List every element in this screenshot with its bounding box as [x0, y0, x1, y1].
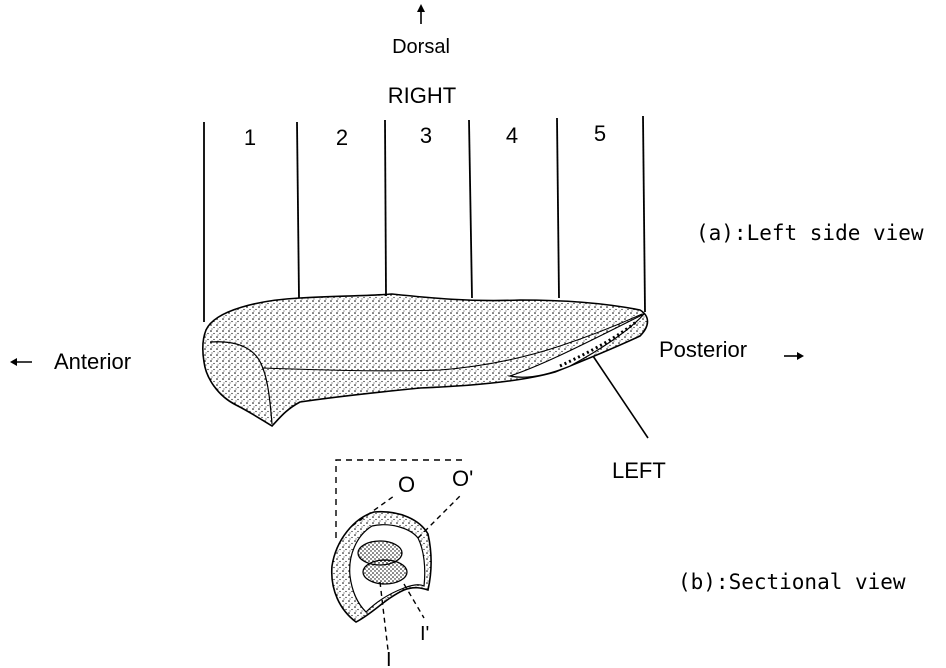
segment-number-3: 3 [420, 123, 432, 148]
segment-number-1: 1 [244, 125, 256, 150]
divider-line [469, 120, 472, 298]
dorsal-label: Dorsal [392, 36, 450, 58]
divider-line [297, 122, 299, 298]
anterior-indicator: Anterior [10, 349, 131, 374]
posterior-indicator: Posterior [659, 337, 804, 362]
right-side-label: RIGHT [388, 83, 456, 108]
divider-line [557, 118, 559, 298]
segment-number-4: 4 [506, 123, 518, 148]
sectional-view-caption: (b):Sectional view [678, 570, 906, 594]
dorsal-arrow-icon [417, 4, 425, 12]
marker-o: O [398, 472, 415, 497]
posterior-arrow-icon [797, 352, 804, 360]
segment-number-5: 5 [594, 121, 606, 146]
divider-line [385, 120, 386, 296]
posterior-label: Posterior [659, 337, 747, 362]
marker-o-prime: O' [452, 466, 473, 491]
anterior-arrow-icon [10, 358, 17, 366]
left-pointer-line [593, 356, 648, 438]
divider-line [643, 116, 645, 312]
dorsal-indicator: Dorsal [392, 4, 450, 58]
marker-i-prime: I' [420, 623, 429, 645]
specimen-side-view [203, 294, 648, 426]
left-side-label: LEFT [612, 458, 666, 483]
section-inner-lobe [363, 560, 407, 584]
sectional-view: O O' I' I [332, 460, 474, 668]
left-side-view-caption: (a):Left side view [696, 221, 924, 245]
segment-numbers: 1 2 3 4 5 [244, 121, 606, 150]
segment-number-2: 2 [336, 125, 348, 150]
anterior-label: Anterior [54, 349, 131, 374]
marker-i: I [386, 649, 392, 668]
